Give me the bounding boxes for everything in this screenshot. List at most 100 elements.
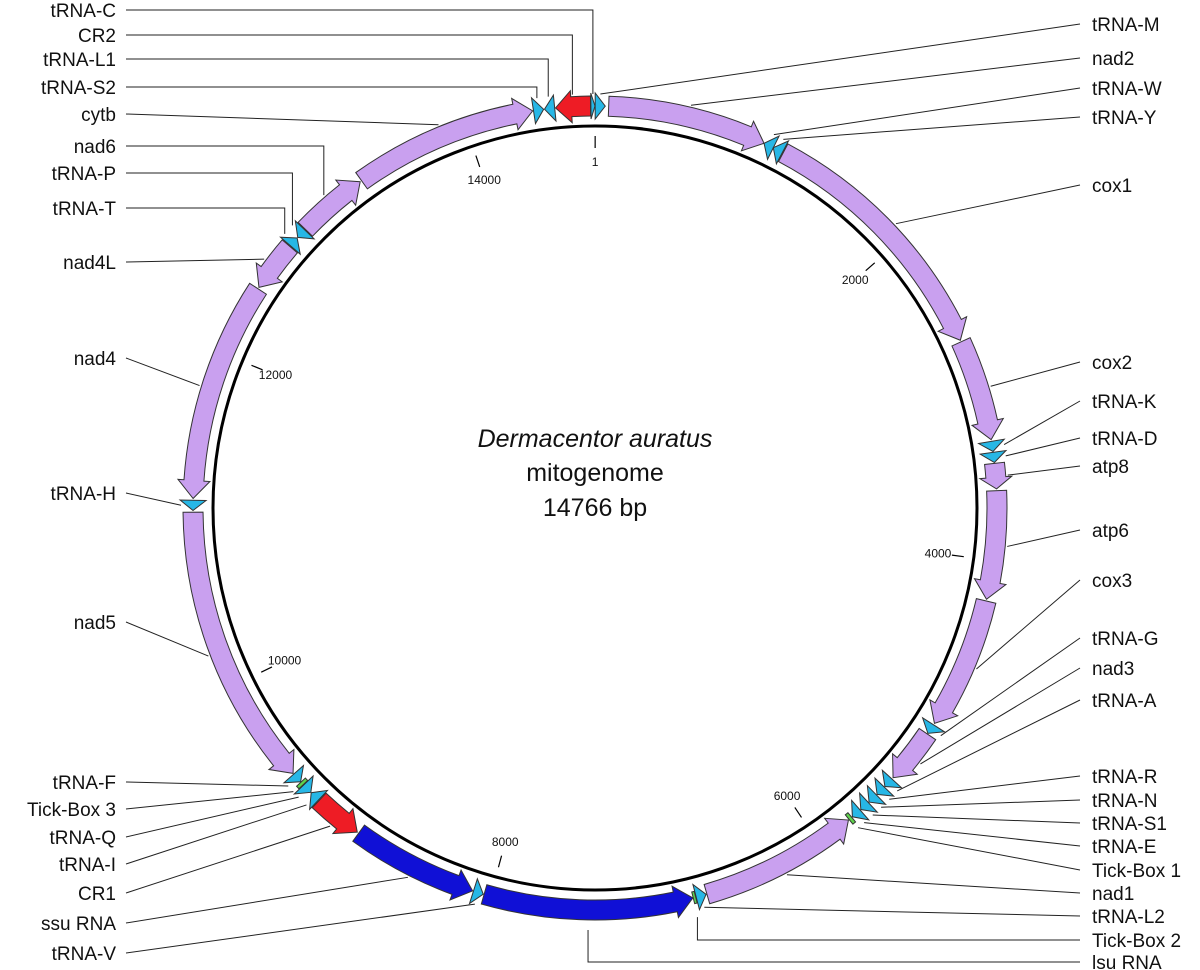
feature-trna-s1 <box>858 791 879 813</box>
center-length: 14766 bp <box>543 494 647 522</box>
label-nad5: nad5 <box>74 613 116 634</box>
label-trna-m: tRNA-M <box>1092 15 1160 36</box>
leader-line <box>126 86 538 99</box>
label-trna-l2: tRNA-L2 <box>1092 907 1165 928</box>
feature-trna-h <box>178 499 208 512</box>
label-trna-n: tRNA-N <box>1092 791 1157 812</box>
label-cr1: CR1 <box>78 884 116 905</box>
label-trna-r: tRNA-R <box>1092 767 1157 788</box>
leader-line <box>125 876 408 924</box>
feature-trna-n <box>866 784 887 805</box>
feature-trna-g <box>921 716 946 734</box>
leader-line <box>1003 400 1081 446</box>
label-trna-l1: tRNA-L1 <box>43 50 116 71</box>
leader-line <box>773 87 1081 136</box>
feature-tick-box-1 <box>844 812 857 825</box>
leader-line <box>600 23 1081 95</box>
tick-mark <box>865 262 876 272</box>
label-tick-box-1: Tick-Box 1 <box>1092 861 1181 882</box>
leader-line <box>940 637 1081 737</box>
label-trna-a: tRNA-A <box>1092 691 1157 712</box>
tick-label: 10000 <box>268 654 302 668</box>
label-nad4l: nad4L <box>63 253 116 274</box>
leader-line <box>920 667 1081 765</box>
tick-label: 8000 <box>492 835 519 849</box>
label-trna-c: tRNA-C <box>51 1 116 22</box>
leader-line <box>864 822 1081 847</box>
leader-line <box>889 775 1081 800</box>
feature-labels: tRNA-Mnad2tRNA-WtRNA-Ycox1cox2tRNA-KtRNA… <box>27 1 1181 970</box>
leader-line <box>1007 465 1081 476</box>
label-trna-i: tRNA-I <box>59 855 116 876</box>
label-cr2: CR2 <box>78 26 116 47</box>
leader-line <box>125 113 439 126</box>
label-leaders <box>125 9 1081 963</box>
feature-tick-box-2 <box>691 890 698 905</box>
tick-mark <box>251 364 263 371</box>
leader-line <box>786 874 1081 894</box>
leader-line <box>126 207 286 234</box>
leader-line <box>125 804 307 865</box>
leader-line <box>125 825 331 894</box>
tick-mark <box>794 807 802 818</box>
feature-trna-q <box>292 774 314 795</box>
leader-line <box>125 796 299 838</box>
tick-label: 2000 <box>842 273 869 287</box>
feature-trna-a <box>881 768 903 789</box>
label-trna-s1: tRNA-S1 <box>1092 814 1167 835</box>
tick-mark <box>497 855 503 868</box>
label-trna-w: tRNA-W <box>1092 79 1162 100</box>
feature-trna-y <box>772 139 790 166</box>
tick-label: 4000 <box>925 546 952 560</box>
leader-line <box>990 361 1081 387</box>
leader-line <box>704 906 1081 917</box>
feature-cox2 <box>951 337 1005 441</box>
feature-ssu-rna <box>352 824 474 901</box>
center-mitogenome: mitogenome <box>526 459 664 487</box>
leader-line <box>125 492 182 506</box>
leader-line <box>881 799 1081 808</box>
leader-line <box>125 621 209 657</box>
feature-nad2 <box>607 95 765 152</box>
feature-nad5 <box>182 511 295 774</box>
feature-cytb <box>355 97 534 190</box>
genome-circle <box>211 124 979 892</box>
label-atp6: atp6 <box>1092 521 1129 542</box>
label-trna-t: tRNA-T <box>53 199 117 220</box>
label-trna-f: tRNA-F <box>53 773 116 794</box>
label-nad6: nad6 <box>74 137 116 158</box>
leader-line <box>1005 437 1081 457</box>
label-nad3: nad3 <box>1092 659 1134 680</box>
feature-trna-d <box>978 449 1008 464</box>
label-nad2: nad2 <box>1092 49 1134 70</box>
leader-line <box>126 34 573 95</box>
label-cox2: cox2 <box>1092 353 1132 374</box>
feature-nad6 <box>297 179 361 237</box>
label-cox3: cox3 <box>1092 571 1132 592</box>
label-cytb: cytb <box>81 105 116 126</box>
feature-atp6 <box>973 489 1008 601</box>
label-nad1: nad1 <box>1092 884 1134 905</box>
label-trna-h: tRNA-H <box>51 484 116 505</box>
feature-lsu-rna <box>480 884 694 921</box>
leader-line <box>126 145 325 196</box>
feature-cr1 <box>311 792 358 835</box>
leader-line <box>976 579 1081 670</box>
feature-trna-i <box>308 789 329 811</box>
tick-label: 14000 <box>468 173 502 187</box>
label-trna-g: tRNA-G <box>1092 629 1159 650</box>
leader-line <box>872 814 1081 824</box>
leader-line <box>125 781 289 787</box>
feature-cr2 <box>554 89 592 124</box>
feature-cox1 <box>777 143 968 341</box>
tick-mark <box>475 155 481 168</box>
leader-line <box>125 357 200 387</box>
feature-trna-p <box>294 219 316 240</box>
feature-nad1 <box>703 817 850 905</box>
label-trna-e: tRNA-E <box>1092 837 1156 858</box>
label-ssu-rna: ssu RNA <box>41 914 116 935</box>
label-trna-s2: tRNA-S2 <box>41 78 116 99</box>
leader-line <box>895 184 1081 225</box>
